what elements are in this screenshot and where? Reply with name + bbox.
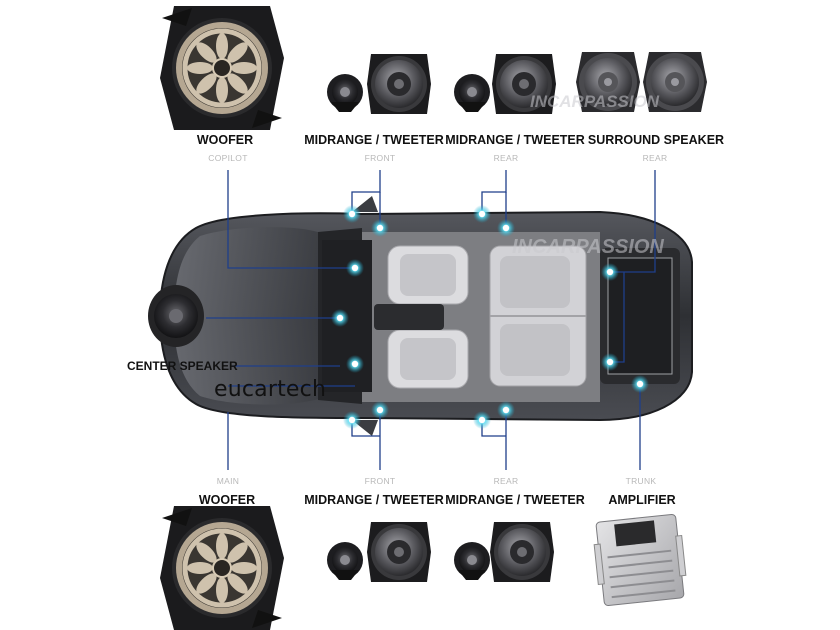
label-midrange-rear-bottom: MIDRANGE / TWEETER — [445, 493, 585, 507]
center-speaker-icon — [148, 285, 204, 347]
label-surround-rear: REAR — [642, 153, 668, 163]
callout-lines — [206, 170, 656, 470]
label-woofer-top: WOOFER — [196, 133, 254, 147]
label-woofer-bottom: WOOFER — [198, 493, 256, 507]
amplifier-icon — [593, 513, 687, 607]
midrange-speaker-icon — [490, 522, 554, 582]
label-center-speaker: CENTER SPEAKER — [127, 359, 238, 373]
woofer-speaker-icon — [160, 6, 284, 130]
tweeter-icon — [327, 542, 363, 580]
watermark: INCARPASSION — [530, 92, 660, 111]
label-front-top: FRONT — [364, 153, 396, 163]
label-amplifier: AMPLIFIER — [608, 493, 676, 507]
woofer-speaker-icon — [160, 506, 284, 630]
car-top-view — [158, 196, 693, 436]
watermark: INCARPASSION — [512, 236, 664, 258]
label-main: MAIN — [216, 476, 240, 486]
tweeter-icon — [454, 74, 490, 112]
label-midrange-rear-top: MIDRANGE / TWEETER — [445, 133, 585, 147]
label-surround-speaker: SURROUND SPEAKER — [587, 133, 725, 147]
label-copilot: COPILOT — [208, 153, 248, 163]
label-midrange-front-top: MIDRANGE / TWEETER — [304, 133, 444, 147]
tweeter-icon — [327, 74, 363, 112]
brand-watermark: eucartech — [214, 377, 327, 402]
midrange-speaker-icon — [367, 54, 431, 114]
label-trunk: TRUNK — [625, 476, 657, 486]
midrange-speaker-icon — [367, 522, 431, 582]
label-front-bottom: FRONT — [364, 476, 396, 486]
label-rear-top: REAR — [493, 153, 519, 163]
label-midrange-front-bottom: MIDRANGE / TWEETER — [304, 493, 444, 507]
tweeter-icon — [454, 542, 490, 580]
label-rear-bottom: REAR — [493, 476, 519, 486]
